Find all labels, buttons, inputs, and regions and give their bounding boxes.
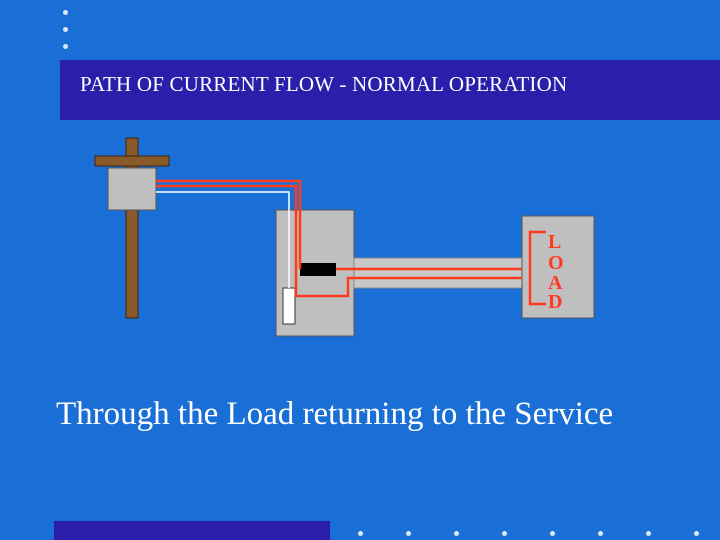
- decor-dot-bottom-3: [454, 531, 459, 536]
- decor-dot-bottom-8: [694, 531, 699, 536]
- load-letter-a: A: [548, 272, 563, 294]
- decor-dot-bottom-5: [550, 531, 555, 536]
- load-letter-l: L: [548, 231, 561, 253]
- current-path-return-service: [156, 184, 298, 296]
- current-path-hot-service: [156, 179, 302, 269]
- transformer-box: [107, 167, 157, 211]
- decor-dot-bottom-6: [598, 531, 603, 536]
- current-path-return: [295, 276, 522, 298]
- neutral-bar: [282, 287, 296, 325]
- title-bar: PATH OF CURRENT FLOW - NORMAL OPERATION: [60, 60, 720, 120]
- branch-cable: [353, 257, 523, 289]
- slide-title: PATH OF CURRENT FLOW - NORMAL OPERATION: [80, 72, 568, 96]
- decor-dot-bottom-2: [406, 531, 411, 536]
- decor-dot-top-3: [63, 44, 68, 49]
- neutral-wire-service: [156, 191, 290, 288]
- decor-dot-bottom-1: [358, 531, 363, 536]
- decor-dot-bottom-7: [646, 531, 651, 536]
- decor-dot-bottom-4: [502, 531, 507, 536]
- decor-dot-top-2: [63, 27, 68, 32]
- breaker: [300, 263, 336, 276]
- slide-caption: Through the Load returning to the Servic…: [56, 396, 614, 432]
- load-letter-d: D: [548, 291, 562, 313]
- load-bracket: [528, 230, 546, 306]
- load-letter-o: O: [548, 252, 564, 274]
- pole-crossarm: [94, 155, 170, 167]
- decor-dot-top-1: [63, 10, 68, 15]
- bottom-bar: [54, 521, 330, 540]
